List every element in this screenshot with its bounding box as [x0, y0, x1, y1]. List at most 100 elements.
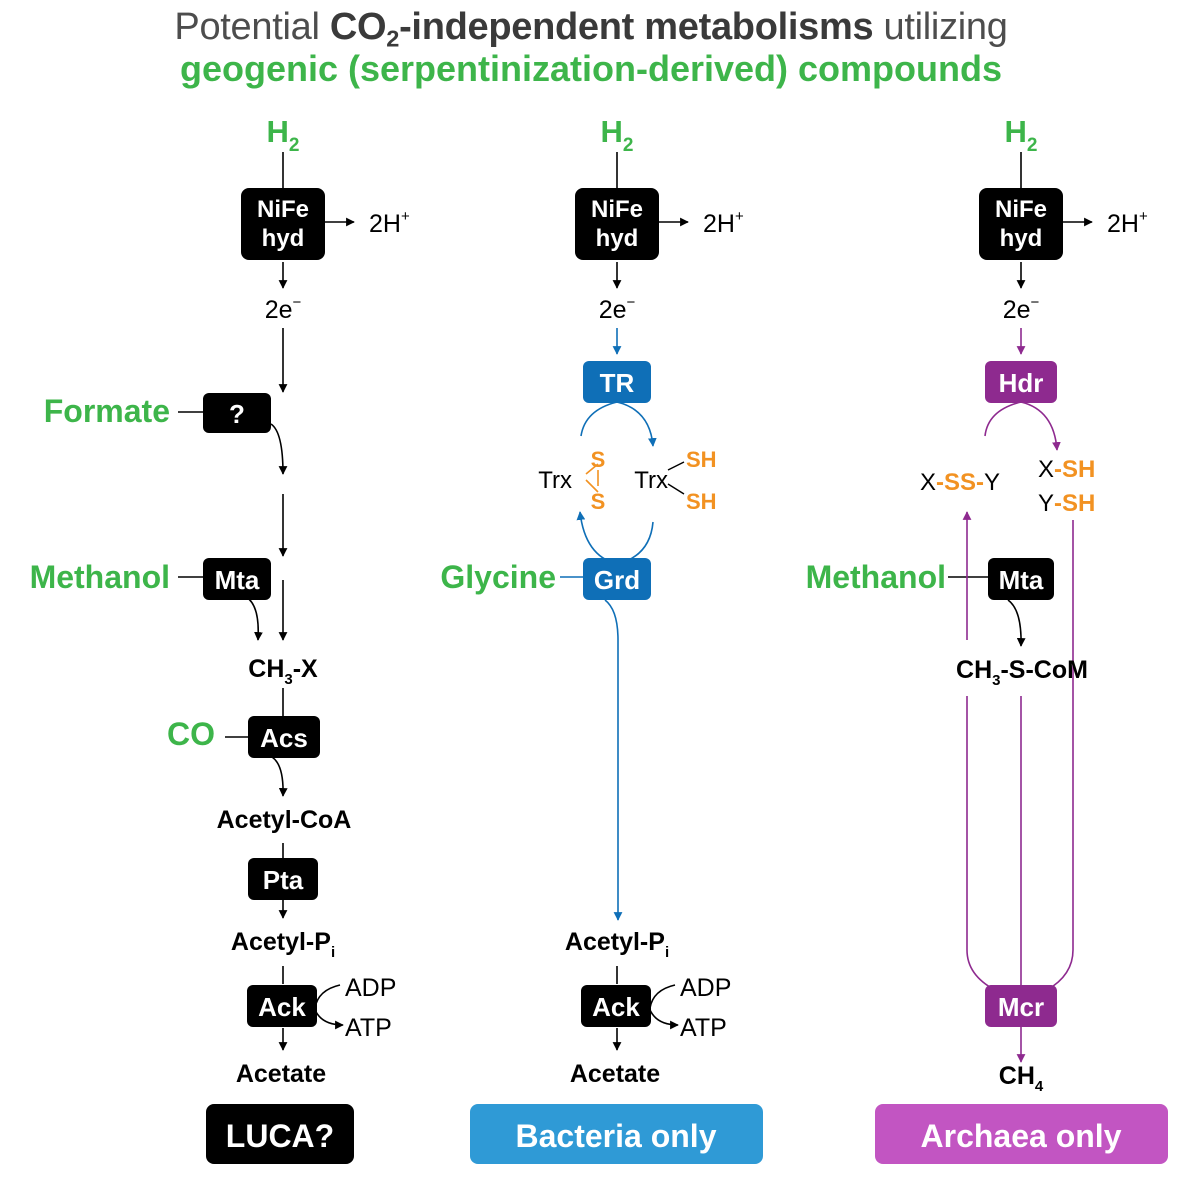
arch-ch3-s-com: CH3-S-CoM	[956, 656, 1088, 689]
luca-mta: Mta	[215, 565, 260, 595]
arch-mcr-box	[985, 985, 1057, 1027]
luca-electrons: 2e−	[265, 294, 302, 324]
arch-hyd-line2: hyd	[1000, 225, 1043, 252]
arch-hyd-line1: NiFe	[995, 196, 1047, 223]
arch-mcr: Mcr	[998, 992, 1044, 1022]
arch-xsh: X-SH	[1038, 456, 1095, 483]
bact-tr: TR	[600, 368, 635, 398]
arch-xssy: X-SS-Y	[920, 469, 1000, 496]
title-co: CO	[329, 6, 387, 48]
luca-adp: ADP	[345, 974, 396, 1002]
arch-hdr: Hdr	[999, 368, 1044, 398]
bact-ack-box	[581, 985, 651, 1027]
bacteria-column	[560, 152, 689, 1051]
luca-atp: ATP	[345, 1014, 392, 1042]
luca-h2: H2	[267, 114, 300, 156]
arch-protons: 2H+	[1107, 208, 1148, 238]
bact-protons: 2H+	[703, 208, 744, 238]
arch-ch4: CH4	[999, 1062, 1044, 1095]
title-suffix: utilizing	[883, 6, 1008, 48]
bact-tr-box	[583, 361, 651, 403]
arch-badge-box	[875, 1104, 1168, 1164]
luca-co: CO	[167, 716, 215, 752]
luca-formate-arrow-curve	[270, 423, 288, 475]
bact-atp: ATP	[680, 1014, 727, 1042]
bact-h2: H2	[601, 114, 634, 156]
bact-tr-cycle-arrow	[580, 401, 657, 447]
luca-acs-box	[248, 716, 320, 758]
arch-mta-arrow	[1007, 599, 1026, 647]
bact-grd-box	[583, 558, 651, 600]
luca-acs-arrow	[271, 756, 288, 797]
bact-trx-reduced: Trx	[634, 467, 668, 494]
luca-atp-arrow	[314, 1009, 344, 1030]
luca-nife-hyd-box	[241, 188, 325, 260]
luca-mta-arrow	[245, 596, 263, 641]
arch-mta-box	[988, 558, 1054, 600]
title-prefix: Potential	[174, 6, 320, 48]
luca-ack-box	[247, 985, 317, 1027]
archaea-labels: H2 NiFe hyd 2H+ 2e− Hdr X-SS-Y X-SH Y-SH…	[806, 114, 1168, 1164]
archaea-column	[948, 152, 1093, 1063]
luca-ch3x: CH3-X	[248, 655, 318, 688]
luca-acs: Acs	[260, 723, 308, 753]
bact-badge: Bacteria only	[516, 1118, 717, 1154]
arch-ysh: Y-SH	[1038, 490, 1095, 517]
luca-badge: LUCA?	[226, 1118, 334, 1154]
title-co-sub: 2	[386, 25, 400, 52]
luca-column	[178, 152, 355, 1051]
arch-badge: Archaea only	[921, 1118, 1122, 1154]
bact-sh-top: SH	[686, 447, 717, 472]
arch-mta: Mta	[999, 565, 1044, 595]
bact-nife-hyd-box	[575, 188, 659, 260]
title-bold: CO2-independent metabolisms	[329, 6, 874, 52]
luca-unknown-enzyme: ?	[229, 399, 245, 429]
luca-formate: Formate	[44, 393, 170, 429]
luca-hyd-line1: NiFe	[257, 196, 309, 223]
bact-acetate: Acetate	[570, 1060, 660, 1088]
luca-protons: 2H+	[369, 208, 410, 238]
arch-hdr-cycle-arrow	[984, 401, 1061, 451]
bact-grd-to-acetylp-arrow	[604, 599, 623, 921]
title-line-1: Potential CO2-independent metabolisms ut…	[0, 6, 1182, 53]
bact-badge-box	[470, 1104, 763, 1164]
bact-sh-bottom: SH	[686, 489, 717, 514]
bact-trx-oxidized: Trx	[538, 467, 572, 494]
bacteria-labels: H2 NiFe hyd 2H+ 2e− TR Trx S S Trx SH SH…	[440, 114, 763, 1164]
luca-badge-box	[206, 1104, 354, 1164]
bact-atp-arrow	[649, 1009, 679, 1030]
bact-s-bottom: S	[591, 489, 606, 514]
arch-hdr-box	[985, 361, 1057, 403]
luca-labels: H2 NiFe hyd 2H+ 2e− Formate ? Methanol M…	[30, 114, 410, 1164]
arch-electrons: 2e−	[1003, 294, 1040, 324]
bact-electrons: 2e−	[599, 294, 636, 324]
bact-ack: Ack	[592, 992, 640, 1022]
luca-methanol: Methanol	[30, 559, 170, 595]
title-line-2: geogenic (serpentinization-derived) comp…	[179, 48, 1003, 89]
luca-acetyl-coa: Acetyl-CoA	[217, 806, 352, 834]
luca-unknown-enzyme-box	[203, 393, 271, 433]
luca-pta: Pta	[263, 865, 304, 895]
arch-h2: H2	[1005, 114, 1038, 156]
luca-acetate: Acetate	[236, 1060, 326, 1088]
bact-grd: Grd	[594, 565, 640, 595]
arch-nife-hyd-box	[979, 188, 1063, 260]
bact-acetyl-p: Acetyl-Pi	[565, 928, 669, 961]
bact-adp-curve	[649, 984, 676, 1009]
arch-left-loop	[966, 696, 996, 991]
luca-acetyl-p: Acetyl-Pi	[231, 928, 335, 961]
bact-trx-sh-bonds	[667, 461, 685, 495]
bact-grd-cycle-arrow	[576, 511, 654, 565]
bact-adp: ADP	[680, 974, 731, 1002]
luca-pta-box	[248, 858, 318, 900]
bact-hyd-line2: hyd	[596, 225, 639, 252]
bact-disulfide-bonds	[585, 463, 599, 493]
luca-hyd-line2: hyd	[262, 225, 305, 252]
luca-ack: Ack	[258, 992, 306, 1022]
luca-adp-curve	[314, 984, 341, 1009]
luca-mta-box	[203, 558, 271, 600]
bact-hyd-line1: NiFe	[591, 196, 643, 223]
bact-glycine: Glycine	[440, 559, 556, 595]
title-bold-rest: -independent metabolisms	[399, 6, 874, 48]
